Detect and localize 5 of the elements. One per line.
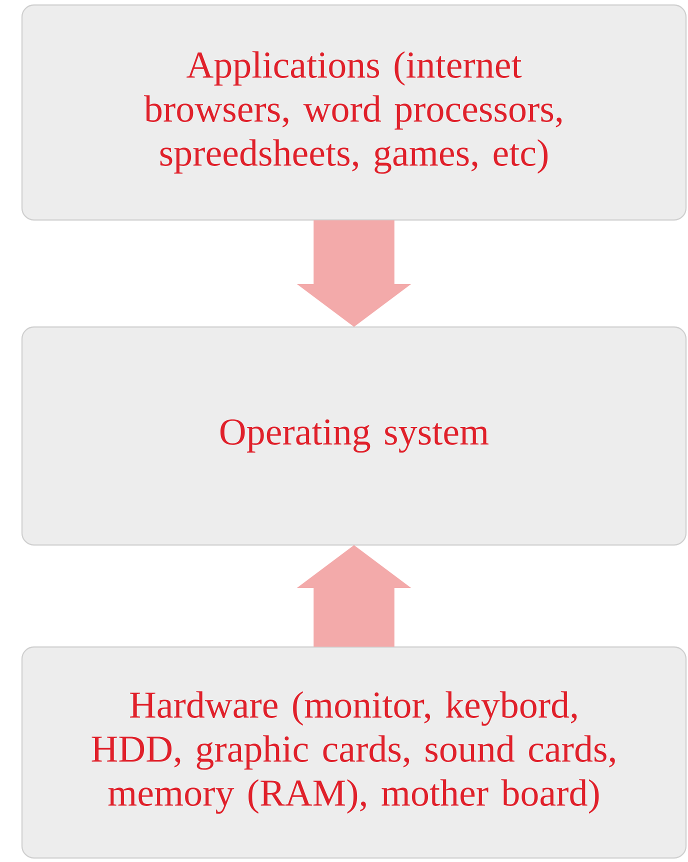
layer-box: Operating system: [21, 326, 687, 546]
block-arrow: [296, 545, 412, 647]
layer-box: Applications (internet browsers, word processors, spreedsheets, games, etc): [21, 4, 687, 221]
block-arrow: [296, 220, 412, 327]
layer-box: Hardware (monitor, keybord, HDD, graphic cards, sound cards, memory (RAM), mother board): [21, 646, 687, 859]
